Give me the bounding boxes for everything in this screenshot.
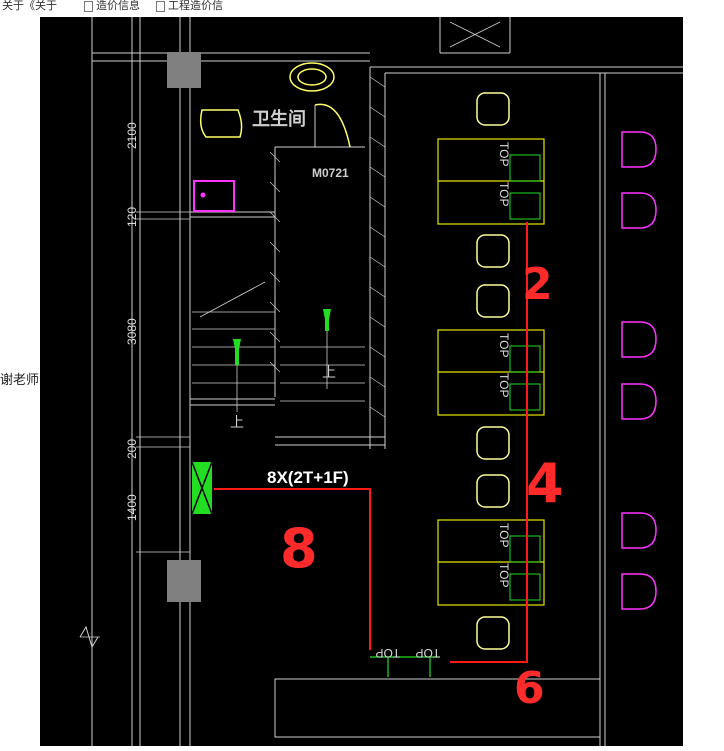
- wall-lines: [91, 17, 683, 746]
- top-tag: TOP: [497, 333, 511, 357]
- stair-treads: [192, 281, 365, 412]
- magenta-chairs: [621, 131, 657, 610]
- stair-arrow-left: [233, 339, 241, 365]
- upstairs-mark-right: 上: [322, 364, 336, 380]
- door-swing: [314, 103, 351, 148]
- shaft-x: [449, 21, 501, 48]
- break-line: [79, 625, 99, 649]
- distribution-box: [191, 461, 213, 515]
- outlet-boxes: [509, 154, 541, 601]
- left-cut-text: 谢老师: [0, 372, 40, 387]
- outlet-tags: TOP TOP TOP TOP TOP TOP: [497, 142, 511, 587]
- dimension-3080: 3080: [125, 318, 139, 345]
- cad-drawing[interactable]: 2100 120 3080 200 1400 卫生间 M0721 上 上: [40, 17, 683, 746]
- dimension-2100: 2100: [125, 122, 139, 149]
- cable-route: [214, 222, 528, 663]
- floor-top-tag-1: TOP: [376, 646, 400, 660]
- chairs: [476, 92, 510, 650]
- handwritten-2: 2: [522, 259, 553, 310]
- top-tag: TOP: [497, 563, 511, 587]
- door-tag: M0721: [312, 166, 349, 180]
- top-tag: TOP: [497, 523, 511, 547]
- wall-hatch: [269, 76, 386, 418]
- tab-1[interactable]: 关于《关于: [2, 0, 57, 12]
- upstairs-mark-left: 上: [230, 414, 244, 430]
- handwritten-8: 8: [280, 517, 318, 580]
- dimension-chain: [80, 77, 190, 638]
- top-tag: TOP: [497, 142, 511, 166]
- tab-2[interactable]: 造价信息: [84, 0, 140, 13]
- floor-outlets: [370, 656, 440, 677]
- stair-arrow-right: [323, 309, 331, 331]
- washbasin: [289, 62, 335, 92]
- tab-3[interactable]: 工程造价信: [156, 0, 223, 13]
- top-tag: TOP: [497, 182, 511, 206]
- dimension-120: 120: [125, 207, 139, 227]
- document-icon: [156, 0, 165, 12]
- column-top: [167, 52, 201, 88]
- room-label: 卫生间: [252, 108, 306, 129]
- floor-top-tag-2: TOP: [416, 646, 440, 660]
- tab-strip: 关于《关于 造价信息 工程造价信: [0, 0, 724, 14]
- dimension-200: 200: [125, 439, 139, 459]
- document-icon: [84, 0, 93, 12]
- cable-label: 8X(2T+1F): [267, 468, 349, 487]
- dimension-1400: 1400: [125, 494, 139, 521]
- handwritten-6: 6: [514, 663, 545, 714]
- handwritten-4: 4: [526, 452, 564, 515]
- column-bottom: [167, 560, 201, 602]
- top-tag: TOP: [497, 373, 511, 397]
- urinal: [199, 109, 243, 138]
- floor-drain: [193, 180, 235, 212]
